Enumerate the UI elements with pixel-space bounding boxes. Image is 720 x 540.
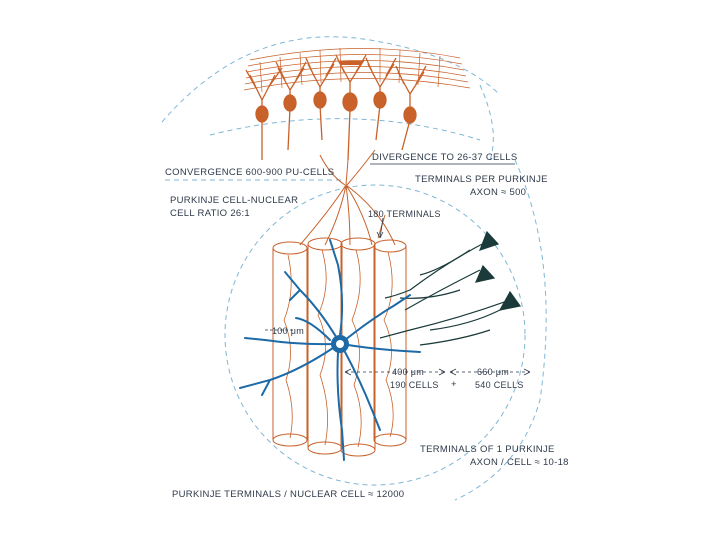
plus-sign: + (451, 379, 457, 390)
purkinje-cell (275, 61, 307, 151)
purkinje-cell (305, 57, 337, 141)
terminals-180-label: 180 TERMINALS (368, 209, 441, 219)
dashed-outlines (161, 36, 547, 501)
terminals-per-purkinje-value: AXON ≈ 500 (470, 187, 526, 198)
scale-bar-top (340, 61, 362, 65)
terminals-one-purkinje-value: AXON / CELL ≈ 10-18 (470, 457, 569, 468)
terminals-per-purkinje-label: TERMINALS PER PURKINJE (415, 174, 548, 185)
width-100-label: 100 μm (272, 326, 304, 336)
divergence-label: DIVERGENCE TO 26-37 CELLS (372, 152, 517, 163)
labels: CONVERGENCE 600-900 PU-CELLS DIVERGENCE … (165, 152, 569, 500)
dist-660-label: 660 μm (477, 367, 509, 377)
purkinje-cells (245, 54, 427, 161)
ratio-value: CELL RATIO 26:1 (170, 208, 250, 219)
input-cell-body (498, 290, 522, 311)
outer-arc-right (454, 159, 547, 501)
purkinje-cell (395, 65, 427, 151)
ratio-label: PURKINJE CELL-NUCLEAR (170, 195, 298, 206)
measurement-arrows (265, 217, 531, 376)
cortex-outer-arc (161, 36, 501, 123)
bottom-caption: PURKINJE TERMINALS / NUCLEAR CELL ≈ 1200… (172, 489, 404, 500)
convergence-label: CONVERGENCE 600-900 PU-CELLS (165, 167, 334, 178)
purkinje-cell (335, 54, 367, 161)
input-neurons (379, 230, 522, 346)
cells-540-label: 540 CELLS (475, 380, 524, 390)
cells-190-label: 190 CELLS (390, 380, 439, 390)
nuclear-neuron (239, 239, 421, 461)
dist-400-label: 400 μm (392, 367, 424, 377)
purkinje-cell (365, 57, 397, 141)
terminals-one-purkinje-label: TERMINALS OF 1 PURKINJE (420, 444, 555, 455)
cortex-inner-arc (209, 118, 481, 141)
nucleus-circle (224, 184, 526, 486)
column (373, 239, 407, 447)
input-cell-body (478, 230, 500, 251)
molecular-layer-fibres (243, 47, 471, 93)
input-cell-body (474, 264, 496, 283)
cortex-right-edge (479, 84, 494, 161)
nuclear-neuron-nucleus (336, 340, 344, 348)
purkinje-cell (245, 67, 283, 160)
terminal-columns (272, 237, 407, 457)
